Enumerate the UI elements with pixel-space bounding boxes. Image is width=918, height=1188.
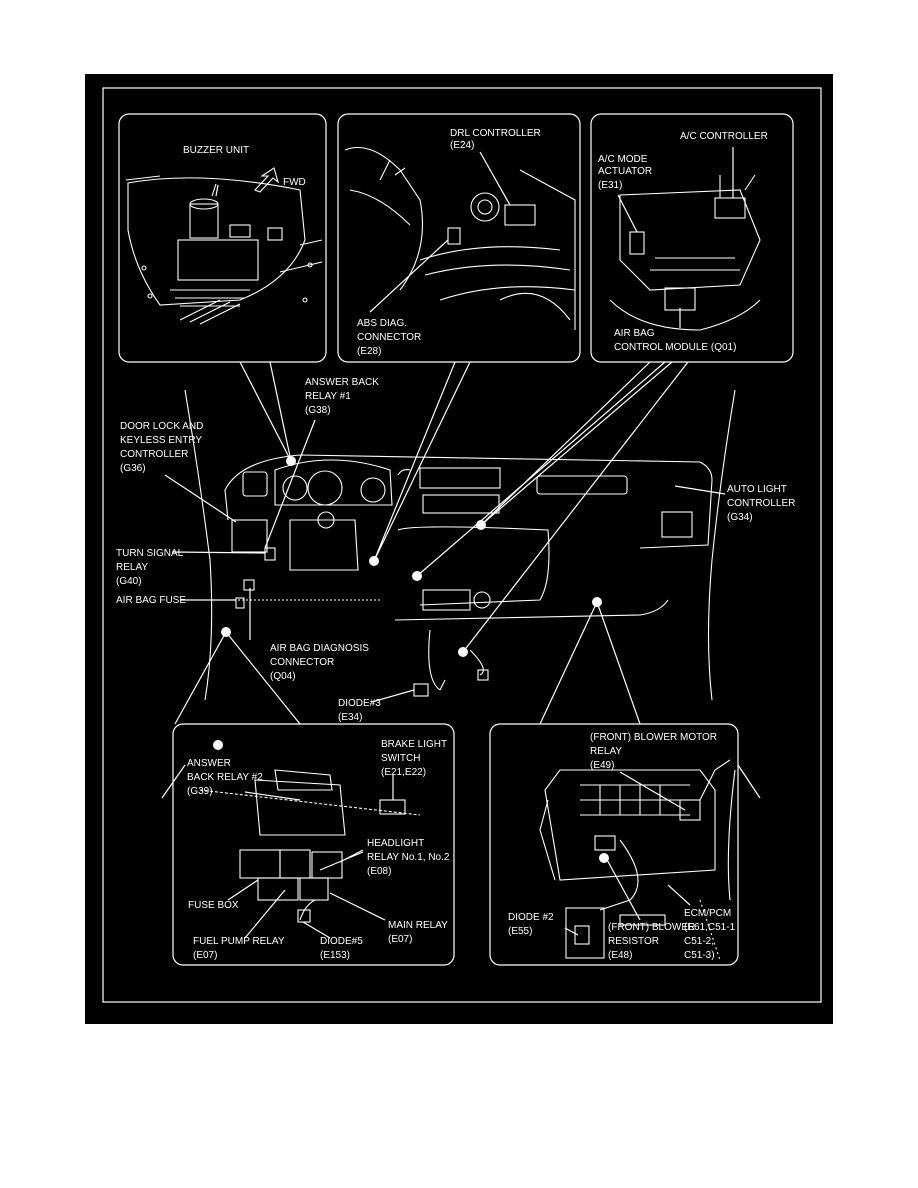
label-ac-mode-code: (E31) xyxy=(598,180,622,191)
label-blower-relay-1: (FRONT) BLOWER MOTOR xyxy=(590,732,717,743)
label-main-relay-code: (E07) xyxy=(388,934,412,945)
label-turn-signal-1: TURN SIGNAL xyxy=(116,548,184,559)
label-headlight-code: (E08) xyxy=(367,866,391,877)
label-blower-relay-2: RELAY xyxy=(590,746,622,757)
label-diode5-code: (E153) xyxy=(320,950,350,961)
label-airbag-diag-2: CONNECTOR xyxy=(270,657,334,668)
label-abs-code: (E28) xyxy=(357,346,381,357)
label-airbag-fuse: AIR BAG FUSE xyxy=(116,595,186,606)
buzzer-sketch xyxy=(125,175,323,325)
label-diode2: DIODE #2 xyxy=(508,912,554,923)
blower-sketch xyxy=(539,759,736,961)
label-diode2-code: (E55) xyxy=(508,926,532,937)
label-turn-signal-2: RELAY xyxy=(116,562,148,573)
label-airbag-cm-1: AIR BAG xyxy=(614,328,655,339)
label-answer-back2-1: ANSWER xyxy=(187,758,231,769)
label-auto-light-code: (G34) xyxy=(727,512,753,523)
label-answer-back1-2: RELAY #1 xyxy=(305,391,351,402)
label-ecm-4: C51-3) xyxy=(684,950,715,961)
figure-frame xyxy=(102,87,822,1003)
label-ecm-3: C51-2, xyxy=(684,936,714,947)
label-diode3-code: (E34) xyxy=(338,712,362,723)
label-diode3: DIODE#3 xyxy=(338,698,381,709)
label-brake-light-2: SWITCH xyxy=(381,753,420,764)
label-buzzer-unit: BUZZER UNIT xyxy=(183,145,249,156)
label-blower-res-1: (FRONT) BLOWER xyxy=(608,922,695,933)
label-fuse-box: FUSE BOX xyxy=(188,900,239,911)
labels: BUZZER UNIT FWD DRL CONTROLLER (E24) ABS… xyxy=(116,128,795,961)
relays-sketch xyxy=(199,769,421,923)
label-headlight-2: RELAY No.1, No.2 xyxy=(367,852,450,863)
label-airbag-diag-code: (Q04) xyxy=(270,671,296,682)
label-brake-light-1: BRAKE LIGHT xyxy=(381,739,447,750)
label-blower-relay-code: (E49) xyxy=(590,760,614,771)
label-fuel-pump-code: (E07) xyxy=(193,950,217,961)
inset-buzzer xyxy=(118,113,327,363)
label-ac-controller: A/C CONTROLLER xyxy=(680,131,768,142)
label-auto-light-2: CONTROLLER xyxy=(727,498,795,509)
label-diode5: DIODE#5 xyxy=(320,936,363,947)
label-brake-light-code: (E21,E22) xyxy=(381,767,426,778)
label-ac-mode-2: ACTUATOR xyxy=(598,166,652,177)
label-blower-res-2: RESISTOR xyxy=(608,936,659,947)
label-turn-signal-code: (G40) xyxy=(116,576,142,587)
fwd-arrow-icon xyxy=(254,167,280,193)
label-airbag-cm-2: CONTROL MODULE (Q01) xyxy=(614,342,736,353)
label-ac-mode-1: A/C MODE xyxy=(598,154,648,165)
label-abs-2: CONNECTOR xyxy=(357,332,421,343)
inset-blower xyxy=(489,723,739,966)
label-fwd: FWD xyxy=(283,177,306,188)
drl-sketch xyxy=(344,146,576,330)
inset-relays xyxy=(172,723,455,966)
label-main-relay: MAIN RELAY xyxy=(388,920,448,931)
label-headlight-1: HEADLIGHT xyxy=(367,838,424,849)
label-answer-back1-code: (G38) xyxy=(305,405,331,416)
inset-drl xyxy=(337,113,581,363)
label-blower-res-code: (E48) xyxy=(608,950,632,961)
label-answer-back1-1: ANSWER BACK xyxy=(305,377,379,388)
inset-ac xyxy=(590,113,794,363)
label-abs-1: ABS DIAG. xyxy=(357,318,407,329)
dashboard-sketch xyxy=(184,389,736,701)
label-ecm-2: (E61,C51-1 xyxy=(684,922,736,933)
label-ecm-1: ECM/PCM xyxy=(684,908,731,919)
label-door-lock-1: DOOR LOCK AND xyxy=(120,421,203,432)
figure-panel xyxy=(85,74,833,1024)
label-airbag-diag-1: AIR BAG DIAGNOSIS xyxy=(270,643,369,654)
label-drl-code: (E24) xyxy=(450,140,474,151)
label-drl-controller: DRL CONTROLLER xyxy=(450,128,541,139)
label-answer-back2-code: (G39) xyxy=(187,786,213,797)
leader-lines xyxy=(161,147,761,939)
label-door-lock-2: KEYLESS ENTRY xyxy=(120,435,202,446)
label-fuel-pump: FUEL PUMP RELAY xyxy=(193,936,285,947)
label-auto-light-1: AUTO LIGHT xyxy=(727,484,787,495)
label-door-lock-3: CONTROLLER xyxy=(120,449,188,460)
label-door-lock-code: (G36) xyxy=(120,463,146,474)
label-answer-back2-2: BACK RELAY #2 xyxy=(187,772,263,783)
